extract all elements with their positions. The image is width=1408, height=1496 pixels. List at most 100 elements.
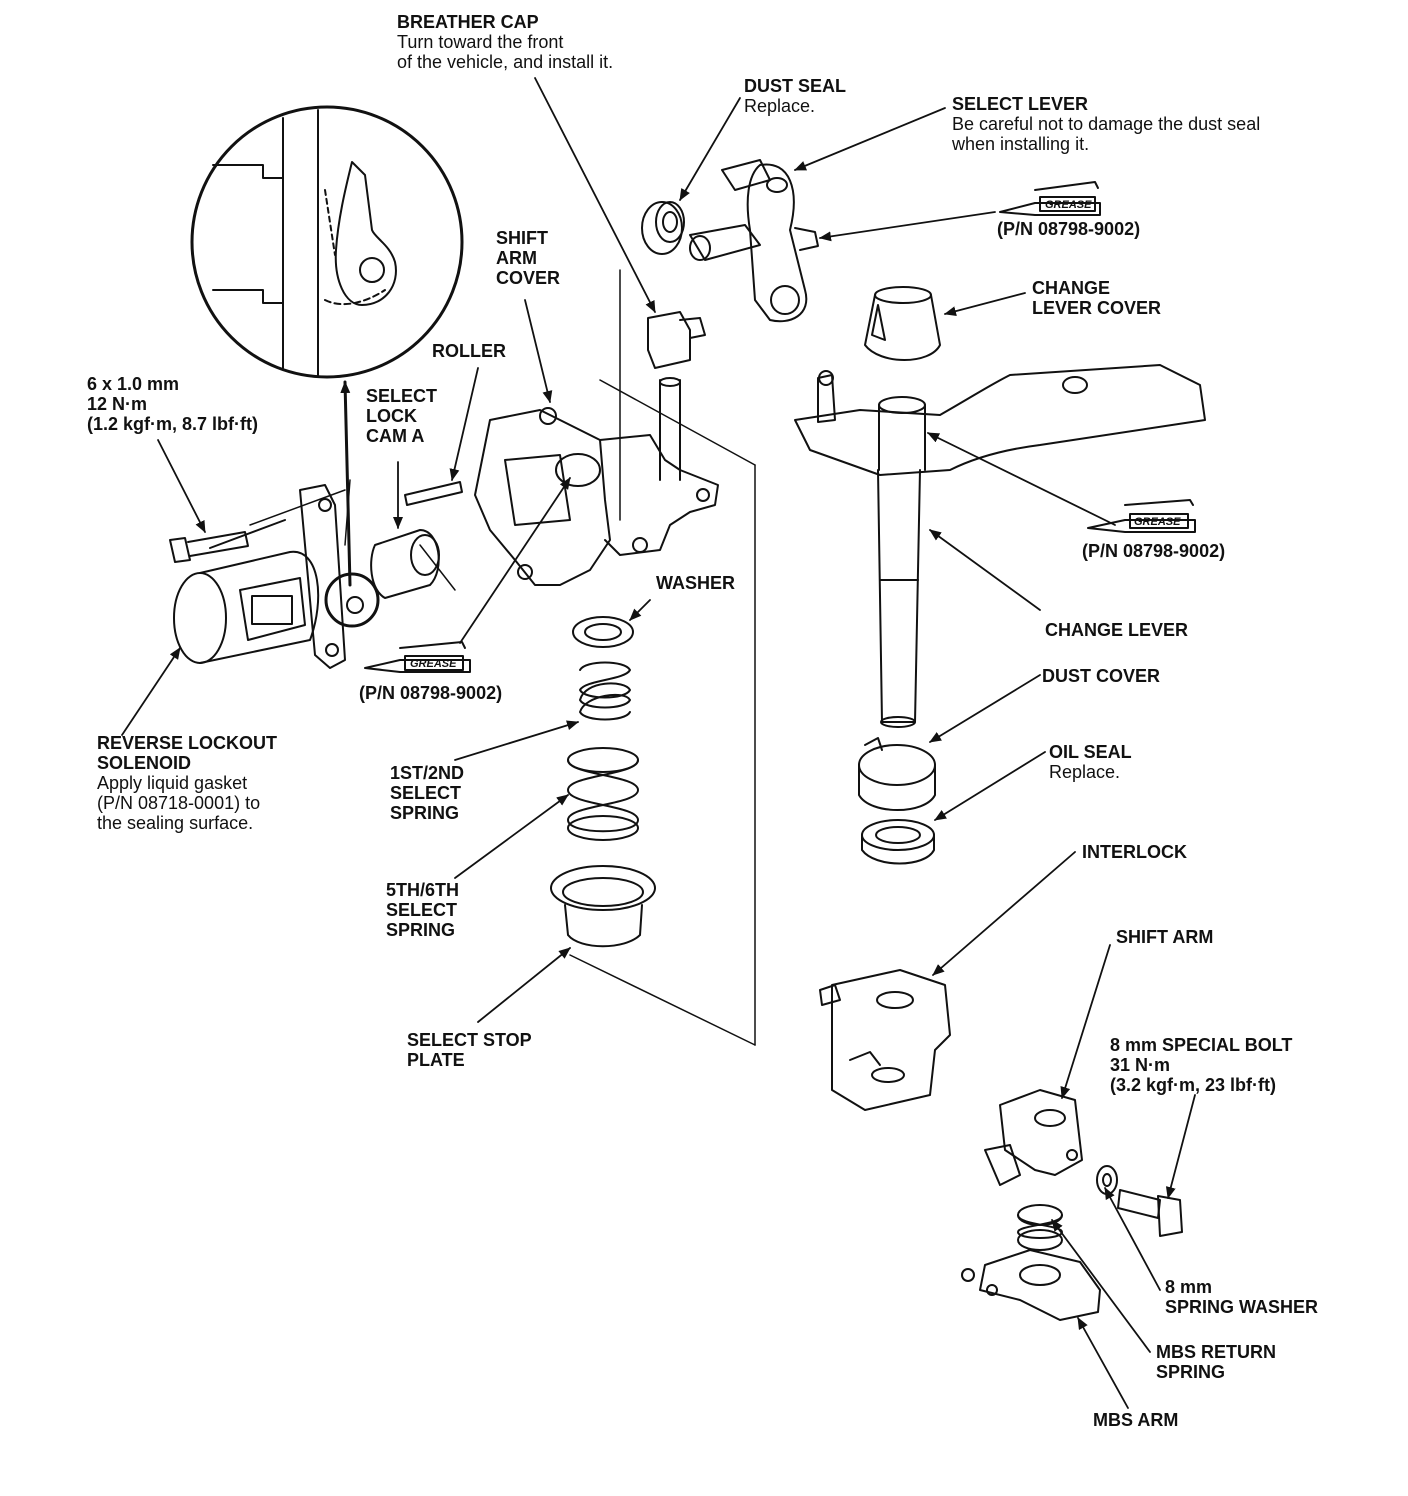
select-stop-plate-drawing	[550, 865, 656, 948]
label-note: when installing it.	[952, 134, 1090, 154]
label-note: of the vehicle, and install it.	[397, 52, 614, 72]
label-oil-seal: OIL SEAL Replace.	[1049, 742, 1132, 782]
label-line: SELECT	[390, 783, 462, 803]
grease-tube-icon	[1087, 499, 1196, 533]
leader-lines	[121, 77, 1196, 1409]
label-spring-washer: 8 mm SPRING WASHER	[1165, 1277, 1318, 1317]
label-note: Replace.	[1049, 762, 1121, 782]
label-special-bolt: 8 mm SPECIAL BOLT 31 N·m (3.2 kgf·m, 23 …	[1110, 1035, 1292, 1095]
label-shift-arm-cover: SHIFT ARM COVER	[496, 228, 560, 288]
label-line: 8 mm SPECIAL BOLT	[1110, 1035, 1293, 1055]
label-grease-pn-left: (P/N 08798-9002)	[359, 683, 502, 703]
reverse-lockout-solenoid-drawing	[173, 484, 380, 669]
label-note: Apply liquid gasket	[97, 773, 248, 793]
label-line: COVER	[496, 268, 561, 288]
label-dust-cover: DUST COVER	[1042, 666, 1160, 686]
label-line: SHIFT	[496, 228, 548, 248]
label-interlock: INTERLOCK	[1082, 842, 1187, 862]
label-line: MBS RETURN	[1156, 1342, 1276, 1362]
label-line: (1.2 kgf·m, 8.7 lbf·ft)	[87, 414, 259, 434]
label-title: INTERLOCK	[1082, 842, 1187, 862]
label-1st-2nd-select-spring: 1ST/2ND SELECT SPRING	[390, 763, 464, 823]
change-lever-cover-drawing	[864, 286, 941, 361]
label-shift-arm: SHIFT ARM	[1116, 927, 1213, 947]
label-line: SPRING WASHER	[1165, 1297, 1319, 1317]
label-reverse-lockout-solenoid: REVERSE LOCKOUT SOLENOID Apply liquid ga…	[97, 733, 277, 833]
label-line: 8 mm	[1165, 1277, 1213, 1297]
grease-part-number: (P/N 08798-9002)	[997, 219, 1141, 239]
label-mbs-arm: MBS ARM	[1093, 1410, 1178, 1430]
grease-tube-icon	[364, 641, 471, 673]
label-line: 12 N·m	[87, 394, 148, 414]
label-line: LOCK	[366, 406, 417, 426]
label-5th-6th-select-spring: 5TH/6TH SELECT SPRING	[386, 880, 459, 940]
label-title: CHANGE LEVER	[1045, 620, 1189, 640]
shift-arm-drawing	[984, 1089, 1083, 1186]
label-line: 6 x 1.0 mm	[87, 374, 180, 394]
mbs-return-spring-drawing	[1017, 1204, 1063, 1251]
label-title: SELECT LEVER	[952, 94, 1089, 114]
grease-tube-label: GREASE	[1045, 199, 1092, 211]
label-title: DUST SEAL	[744, 76, 847, 96]
grease-part-number: (P/N 08798-9002)	[1082, 541, 1226, 561]
label-line: SPRING	[390, 803, 460, 823]
label-line: SELECT STOP	[407, 1030, 532, 1050]
label-title: OIL SEAL	[1049, 742, 1132, 762]
detail-circle-view	[190, 105, 464, 379]
label-title: WASHER	[656, 573, 736, 593]
label-title: DUST COVER	[1042, 666, 1161, 686]
label-grease-pn-mid: (P/N 08798-9002)	[1082, 541, 1225, 561]
interlock-drawing	[819, 969, 951, 1111]
bolt-6mm-drawing	[169, 519, 286, 563]
select-lever-drawing	[689, 159, 819, 323]
label-line: SELECT	[366, 386, 438, 406]
label-line: SELECT	[386, 900, 458, 920]
change-lever-drawing	[794, 364, 1206, 728]
label-line: 31 N·m	[1110, 1055, 1171, 1075]
mbs-arm-drawing	[961, 1249, 1101, 1321]
label-line: SPRING	[386, 920, 456, 940]
label-mbs-return-spring: MBS RETURN SPRING	[1156, 1342, 1276, 1382]
breather-cap-drawing	[647, 311, 706, 369]
label-note: Be careful not to damage the dust seal	[952, 114, 1261, 134]
label-breather-cap: BREATHER CAP Turn toward the front of th…	[397, 12, 613, 72]
label-change-lever: CHANGE LEVER	[1045, 620, 1188, 640]
grease-tube-label: GREASE	[1134, 516, 1181, 528]
label-note: Turn toward the front	[397, 32, 564, 52]
label-line: SPRING	[1156, 1362, 1226, 1382]
label-roller: ROLLER	[432, 341, 506, 361]
label-line: (3.2 kgf·m, 23 lbf·ft)	[1110, 1075, 1277, 1095]
label-line: 1ST/2ND	[390, 763, 465, 783]
label-note: the sealing surface.	[97, 813, 254, 833]
washer-drawing	[572, 616, 634, 648]
label-title: ROLLER	[432, 341, 506, 361]
dust-seal-drawing	[641, 201, 685, 255]
oil-seal-drawing	[861, 819, 935, 865]
label-line: 5TH/6TH	[386, 880, 460, 900]
label-line: SOLENOID	[97, 753, 192, 773]
dust-cover-drawing	[858, 737, 936, 811]
spring-5th6th-drawing	[567, 747, 639, 841]
label-select-lock-cam: SELECT LOCK CAM A	[366, 386, 437, 446]
label-line: PLATE	[407, 1050, 465, 1070]
label-dust-seal: DUST SEAL Replace.	[744, 76, 846, 116]
label-select-lever: SELECT LEVER Be careful not to damage th…	[952, 94, 1260, 154]
roller-cam-drawing	[370, 481, 463, 599]
grease-tube-label: GREASE	[410, 658, 457, 670]
label-grease-pn-top: (P/N 08798-9002)	[997, 219, 1140, 239]
label-line: LEVER COVER	[1032, 298, 1162, 318]
label-note: Replace.	[744, 96, 816, 116]
label-bolt-spec: 6 x 1.0 mm 12 N·m (1.2 kgf·m, 8.7 lbf·ft…	[87, 374, 258, 434]
shift-arm-cover-drawing	[474, 377, 719, 586]
label-select-stop-plate: SELECT STOP PLATE	[407, 1030, 532, 1070]
label-change-lever-cover: CHANGE LEVER COVER	[1032, 278, 1161, 318]
label-line: ARM	[496, 248, 537, 268]
label-title: BREATHER CAP	[397, 12, 539, 32]
label-line: CAM A	[366, 426, 425, 446]
label-washer: WASHER	[656, 573, 735, 593]
label-line: REVERSE LOCKOUT	[97, 733, 278, 753]
spring-washer-8mm-drawing	[1096, 1165, 1118, 1195]
label-title: MBS ARM	[1093, 1410, 1179, 1430]
grease-part-number: (P/N 08798-9002)	[359, 683, 503, 703]
